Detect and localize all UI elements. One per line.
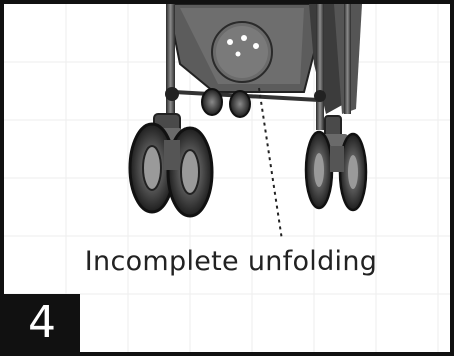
- caption-text: Incomplete unfolding: [4, 246, 454, 277]
- right-front-wheels: [306, 116, 366, 210]
- dotted-pointer-line: [259, 88, 282, 240]
- magnified-joint-callout: [212, 22, 272, 82]
- left-front-wheels: [130, 114, 212, 216]
- step-number-badge: 4: [4, 294, 80, 352]
